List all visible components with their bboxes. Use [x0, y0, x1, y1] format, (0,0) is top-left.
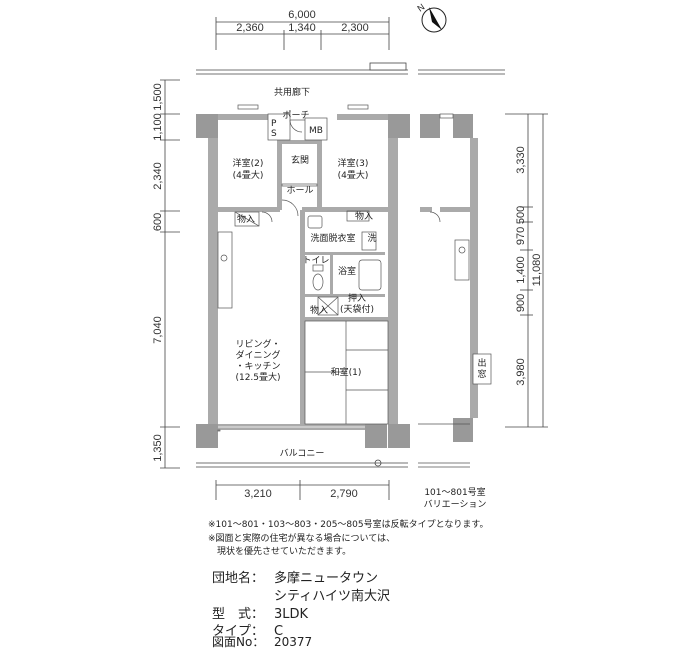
- variation-window-label-1: 出: [477, 357, 486, 369]
- ldk-label-2: ダイニング: [235, 349, 280, 361]
- washitsu-label: 和室(1): [331, 366, 362, 378]
- storage-label-2: 物入: [355, 210, 373, 222]
- dim-right-1: 3,330: [515, 146, 527, 174]
- right-dimensions: [505, 113, 548, 428]
- type-value: 3LDK: [274, 607, 309, 622]
- storage-label-1: 物入: [237, 213, 255, 225]
- variation-caption-2: バリエーション: [424, 499, 487, 510]
- storage-label-3: 物入: [310, 304, 328, 316]
- estate-name-1: 多摩ニュータウン: [274, 571, 379, 586]
- western3-label-1: 洋室(3): [338, 157, 369, 169]
- note-line-1: ※101～801・103～803・205～805号室は反転タイプとなります。: [208, 520, 489, 530]
- type-row: 型 式： 3LDK: [212, 603, 308, 622]
- washroom-label: 洗面脱衣室: [310, 232, 355, 244]
- drawing-label: 図面No：: [212, 635, 265, 649]
- svg-text:N: N: [415, 2, 426, 14]
- top-dimensions: [215, 17, 390, 50]
- entrance-label: 玄関: [291, 154, 309, 166]
- laundry-label: 洗: [367, 232, 376, 244]
- layout-row: タイプ： C: [212, 620, 283, 639]
- floor-plan: 6,000 2,360 1,340 2,300 N 1,500 1,100 2,…: [152, 2, 548, 510]
- bottom-dimensions: [215, 480, 390, 500]
- variation-plan: [418, 113, 492, 468]
- ldk-label-3: ・キッチン: [235, 361, 280, 372]
- variation-window-label-2: 窓: [477, 368, 486, 380]
- oshiire-label-2: (天袋付): [340, 303, 374, 315]
- dim-left-2: 1,100: [152, 113, 164, 141]
- dim-left-1: 1,500: [152, 83, 164, 111]
- dim-top-part-3: 2,300: [341, 22, 369, 34]
- hall-label: ホール: [286, 185, 313, 196]
- ldk-label-4: (12.5畳大): [235, 371, 280, 383]
- type-label: 型 式：: [212, 607, 265, 622]
- corridor-label: 共用廊下: [274, 86, 310, 98]
- ldk-label-1: リビング・: [235, 338, 280, 350]
- dim-top-total: 6,000: [288, 9, 316, 21]
- fixtures: [217, 104, 389, 432]
- layout-value: C: [274, 624, 284, 639]
- western2-label-2: (4畳大): [233, 169, 264, 181]
- drawing-value: 20377: [274, 635, 313, 649]
- dim-left-5: 7,040: [152, 316, 164, 344]
- mb-label: MB: [309, 126, 323, 136]
- estate-label: 団地名：: [212, 571, 265, 586]
- oshiire-label-1: 押入: [348, 292, 366, 304]
- left-dimensions: [160, 79, 180, 469]
- porch-label: ポーチ: [282, 110, 309, 121]
- dim-bottom-2: 2,790: [330, 488, 358, 500]
- ps-label-p: P: [271, 119, 277, 129]
- layout-label: タイプ：: [212, 624, 265, 639]
- ps-label-s: S: [271, 129, 277, 139]
- western3-label-2: (4畳大): [338, 169, 369, 181]
- dim-right-total: 11,080: [531, 254, 543, 287]
- dim-top-part-1: 2,360: [236, 22, 264, 34]
- western2-label-1: 洋室(2): [233, 157, 264, 169]
- toilet-label: トイレ: [302, 256, 329, 266]
- dim-bottom-1: 3,210: [244, 488, 272, 500]
- balcony-edge: [196, 459, 408, 468]
- note-line-2: ※図面と実際の住宅が異なる場合については、: [208, 534, 396, 544]
- variation-caption-1: 101～801号室: [424, 486, 485, 498]
- dim-right-4: 1,400: [515, 256, 527, 284]
- dim-left-3: 2,340: [152, 162, 164, 190]
- estate-name-2: シティハイツ南大沢: [274, 589, 390, 604]
- balcony-label: バルコニー: [280, 448, 325, 459]
- bath-label: 浴室: [338, 265, 356, 277]
- dim-right-5: 900: [515, 294, 527, 312]
- north-arrow-icon: N: [415, 2, 447, 33]
- dim-left-6: 1,350: [152, 434, 164, 462]
- estate-row: 団地名： 多摩ニュータウン: [212, 567, 378, 586]
- drawing-row: 図面No： 20377: [212, 633, 312, 650]
- dim-right-6: 3,980: [515, 358, 527, 386]
- dim-top-part-2: 1,340: [288, 22, 316, 34]
- corridor-edge: [196, 62, 505, 75]
- dim-left-4: 600: [152, 213, 164, 231]
- dim-right-2: 500: [515, 206, 527, 224]
- note-line-3: 現状を優先させていただきます。: [208, 547, 352, 557]
- dim-right-3: 970: [515, 227, 527, 245]
